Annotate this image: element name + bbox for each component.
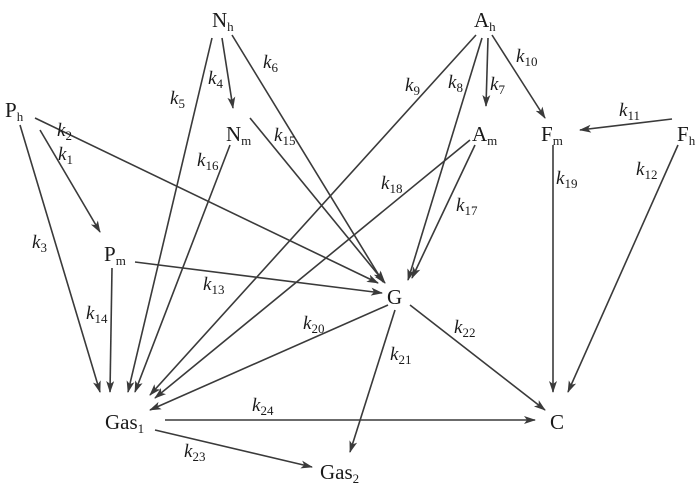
node-gas2: Gas2 — [320, 460, 359, 486]
edge-ph-to-gas1 — [19, 124, 101, 393]
rate-constant-label-k24: k24 — [252, 395, 274, 418]
edge-nm-to-g — [249, 117, 386, 284]
node-am: Am — [472, 122, 497, 148]
node-gas1: Gas1 — [105, 410, 144, 436]
rate-constant-label-k3: k3 — [32, 232, 47, 255]
rate-constant-label-k15: k15 — [274, 125, 295, 148]
edge-ah-to-am — [482, 37, 491, 107]
edge-ah-to-g — [407, 37, 483, 281]
edge-pm-to-g — [134, 261, 383, 296]
rate-constant-label-k4: k4 — [208, 68, 223, 91]
edge-ah-to-fm — [491, 34, 546, 119]
rate-constant-label-k20: k20 — [303, 313, 324, 336]
edge-ah-to-gas1 — [149, 34, 477, 396]
edge-nh-to-g — [231, 34, 384, 283]
rate-constant-label-k19: k19 — [556, 168, 577, 191]
rate-constant-label-k14: k14 — [86, 303, 108, 326]
node-fh: Fh — [677, 122, 696, 148]
edge-nh-to-nm — [221, 37, 236, 109]
rate-constant-label-k11: k11 — [619, 100, 640, 123]
edge-ph-to-g — [34, 117, 379, 284]
rate-constant-label-k13: k13 — [203, 274, 224, 297]
edge-nh-to-gas1 — [126, 37, 213, 393]
edge-fh-to-fm — [579, 118, 673, 133]
edge-g-to-gas1 — [149, 304, 389, 411]
edge-nm-to-gas1 — [134, 144, 231, 393]
rate-constant-label-k23: k23 — [184, 441, 205, 464]
rate-constant-label-k2: k2 — [57, 120, 72, 143]
rate-constant-label-k1: k1 — [58, 144, 73, 167]
node-c: C — [550, 410, 564, 434]
node-ah: Ah — [474, 8, 496, 34]
node-g: G — [387, 285, 402, 309]
rate-constant-label-k8: k8 — [448, 72, 463, 95]
edge-am-to-gas1 — [154, 139, 471, 399]
edge-am-to-g — [411, 144, 476, 279]
node-ph: Ph — [5, 98, 24, 124]
rate-constant-label-k21: k21 — [390, 344, 411, 367]
edge-g-to-c — [409, 304, 546, 411]
edge-pm-to-gas1 — [106, 267, 115, 393]
rate-constant-label-k5: k5 — [170, 88, 185, 111]
node-pm: Pm — [104, 242, 126, 268]
rate-constant-label-k10: k10 — [516, 46, 537, 69]
node-nh: Nh — [212, 8, 234, 34]
rate-constant-label-k9: k9 — [405, 75, 420, 98]
rate-constant-label-k18: k18 — [381, 173, 402, 196]
rate-constant-label-k17: k17 — [456, 195, 478, 218]
rate-constant-label-k22: k22 — [454, 317, 475, 340]
rate-constant-label-k7: k7 — [490, 74, 505, 97]
edge-fh-to-c — [567, 144, 679, 393]
node-fm: Fm — [541, 122, 563, 148]
edge-g-to-gas2 — [349, 309, 396, 453]
rate-constant-label-k16: k16 — [197, 150, 219, 173]
node-nm: Nm — [226, 122, 251, 148]
edge-gas1-to-gas2 — [154, 429, 313, 469]
rate-constant-label-k12: k12 — [636, 159, 657, 182]
edge-ph-to-pm — [39, 129, 101, 233]
rate-constant-label-k6: k6 — [263, 52, 278, 75]
